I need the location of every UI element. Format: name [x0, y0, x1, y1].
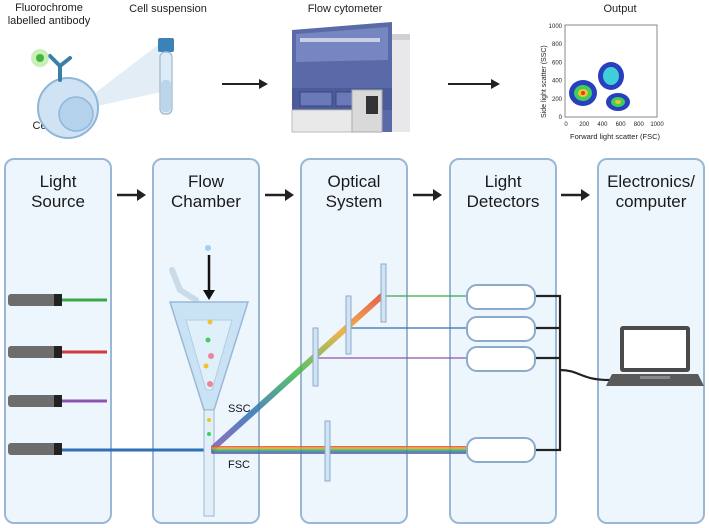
plot-x-ticks: 0 200 400 600 800 1000 [564, 122, 664, 128]
ssc-label: SSC [228, 403, 251, 415]
panel-light-source [4, 158, 112, 524]
plot-x-tick: 0 [564, 122, 568, 128]
plot-y-tick: 400 [552, 79, 563, 85]
plot-y-tick: 800 [552, 42, 563, 48]
plot-y-tick: 600 [552, 60, 563, 66]
cell-suspension-label: Cell suspension [129, 3, 207, 15]
panel-title-light-detectors: Light Detectors [466, 172, 540, 211]
flow-cytometer-icon [291, 22, 410, 133]
panel-title-light-source: Light Source [31, 172, 85, 211]
arrow-optics-to-detectors [413, 189, 442, 201]
arrow-chamber-to-optics [265, 189, 294, 201]
flow-chamber-icon [168, 245, 250, 517]
detector-wiring [536, 294, 611, 452]
plot-y-ticks: 0 200 400 600 800 1000 [549, 24, 563, 121]
panel-title-optical-system: Optical System [325, 172, 383, 211]
fsc-label: FSC [228, 459, 250, 471]
flow-cytometer-label: Flow cytometer [307, 3, 383, 15]
plot-x-tick: 400 [597, 122, 608, 128]
fluorochrome-icon [36, 54, 44, 62]
filter-mirror-2 [345, 295, 352, 355]
detector-3 [466, 346, 536, 372]
filter-mirror-4 [324, 420, 331, 482]
detector-2 [466, 316, 536, 342]
plot-y-tick: 200 [552, 97, 563, 103]
nucleus-icon [58, 96, 94, 132]
antibody-icon [48, 54, 72, 82]
plot-y-tick: 1000 [549, 24, 563, 30]
plot-y-tick: 0 [559, 115, 563, 121]
panel-title-electronics: Electronics/ computer [607, 172, 695, 211]
plot-x-tick: 1000 [650, 122, 664, 128]
panel-title-flow-chamber: Flow Chamber [171, 172, 241, 211]
filter-mirror-1 [380, 263, 387, 323]
output-label: Output [603, 3, 637, 15]
plot-x-tick: 600 [616, 122, 627, 128]
antibody-label: Fluorochrome labelled antibody [7, 2, 91, 27]
laser-purple [8, 395, 107, 407]
plot-y-axis-label: Side light scatter (SSC) [541, 45, 548, 118]
ssc-beam [211, 290, 384, 454]
detector-4 [466, 437, 536, 463]
laser-green [8, 294, 107, 306]
filter-mirror-3 [312, 327, 319, 387]
arrow-source-to-chamber [117, 189, 146, 201]
test-tube-icon [158, 38, 174, 115]
top-illustration: Side light scatter (SSC) Forward light s… [31, 22, 664, 141]
laser-blue [8, 443, 207, 455]
plot-x-tick: 200 [579, 122, 590, 128]
arrow-detectors-to-computer [561, 189, 590, 201]
fsc-beam [212, 446, 466, 454]
laptop-icon [606, 326, 704, 386]
output-scatter-plot: Side light scatter (SSC) Forward light s… [541, 24, 664, 141]
detector-1 [466, 284, 536, 310]
laser-red [8, 346, 107, 358]
plot-x-axis-label: Forward light scatter (FSC) [570, 132, 661, 141]
plot-x-tick: 800 [634, 122, 645, 128]
